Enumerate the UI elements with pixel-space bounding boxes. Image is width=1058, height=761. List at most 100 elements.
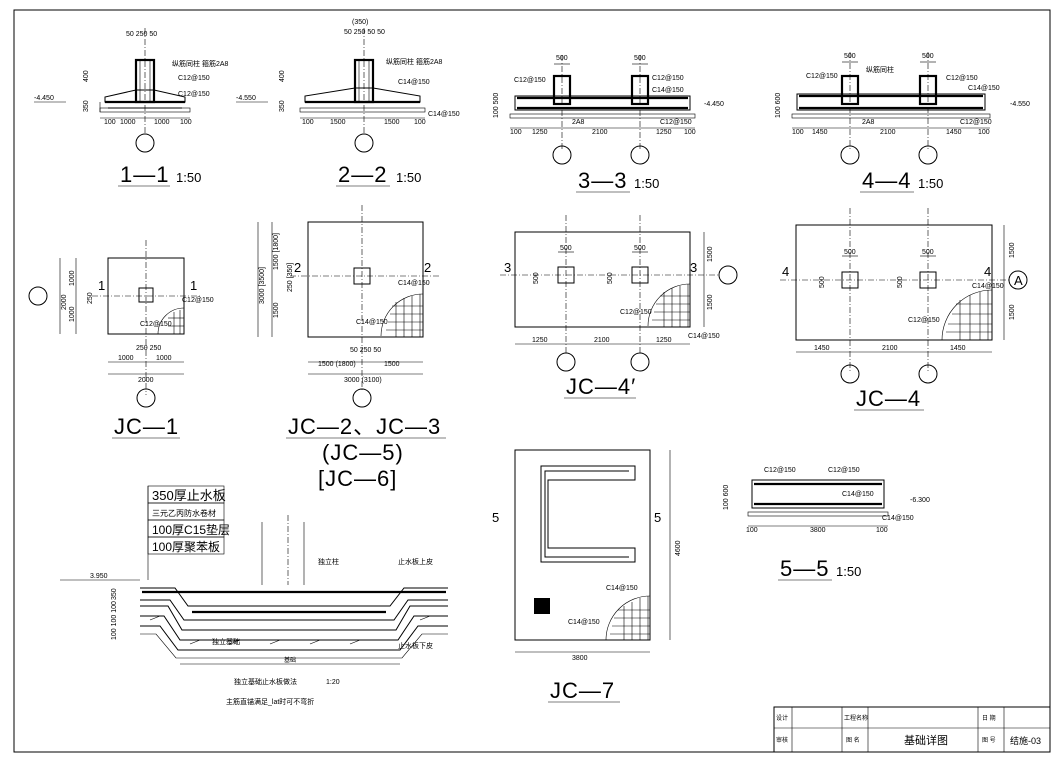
dim-text: 1500 (1800)	[318, 361, 356, 368]
section-1-1: 50 250 50 纵筋同柱 箍筋2A8 C12@150 C12@150 -4.…	[34, 28, 229, 187]
dim-text: 1000	[69, 306, 76, 322]
dim-text: 500	[634, 245, 646, 252]
dim-text: 50 250 50 50	[344, 29, 385, 36]
grid-bubble-icon	[135, 133, 155, 153]
rebar-label: C12@150	[652, 75, 684, 82]
level-mark: -4.450	[704, 101, 724, 108]
rebar-label: C12@150	[140, 321, 172, 328]
dim-text: 100 100 100	[111, 601, 118, 640]
rebar-label: C14@150	[652, 87, 684, 94]
plan-title: JC—7	[550, 678, 615, 703]
dim-text: 3800	[810, 527, 826, 534]
dim-text: 1000	[156, 355, 172, 362]
section-scale: 1:50	[396, 170, 421, 185]
dim-text: 50 250 50	[350, 347, 381, 354]
grid-bubble-icon	[552, 145, 572, 165]
grid-bubble-icon	[354, 133, 374, 153]
cut-mark: 2	[424, 260, 431, 275]
dim-text: 1500	[384, 361, 400, 368]
annotation: 独立柱	[318, 557, 339, 566]
annotation: 止水板上皮	[398, 557, 433, 566]
section-title: 2—2	[338, 162, 387, 187]
dim-text: 1500	[1009, 242, 1016, 258]
cut-mark: 5	[492, 510, 499, 525]
dim-text: 500	[844, 249, 856, 256]
dim-text: 1450	[946, 129, 962, 136]
section-title: 4—4	[862, 168, 911, 193]
section-scale: 1:50	[634, 176, 659, 191]
tb-label: 工程名称	[844, 714, 868, 722]
grid-bubble-icon	[918, 145, 938, 165]
dim-text: 500	[819, 276, 826, 288]
dim-text: 3800	[572, 655, 588, 662]
annotation: 止水板下皮	[398, 641, 433, 650]
plan-jc-4-prime: 500 500 500 500 C12@150 C14@150 1500 150…	[500, 215, 738, 399]
rebar-label: C12@150	[182, 297, 214, 304]
dim-text: 2000	[61, 294, 68, 310]
rebar-label: C14@150	[568, 619, 600, 626]
dim-text: 1500	[384, 119, 400, 126]
dim-text: 500	[922, 249, 934, 256]
dim-text: 100	[180, 119, 192, 126]
dim-text: 4600	[675, 540, 682, 556]
layer-label: 三元乙丙防水卷材	[152, 508, 216, 518]
plan-title: (JC—5)	[322, 440, 404, 465]
rebar-label: C12@150	[828, 467, 860, 474]
column-block-icon	[534, 598, 550, 614]
rebar-label: C14@150	[356, 319, 388, 326]
dim-text: 500	[560, 245, 572, 252]
dim-text: 2100	[882, 345, 898, 352]
annotation: 纵筋同柱	[866, 65, 894, 74]
rebar-label: C14@150	[606, 585, 638, 592]
rebar-label: C14@150	[842, 491, 874, 498]
level-mark: -6.300	[910, 497, 930, 504]
dim-text: 100	[978, 129, 990, 136]
dim-text: 500	[607, 272, 614, 284]
dim-text: 2100	[592, 129, 608, 136]
drawing-name: 基础详图	[904, 733, 948, 747]
grid-bubble-icon	[1008, 270, 1028, 290]
dim-text: 1500 [1800]	[273, 233, 280, 270]
section-title: 5—5	[780, 556, 829, 581]
dim-text: 1450	[814, 345, 830, 352]
plan-jc-2: C14@150 C14@150 2 2 3000 [3500] 1500 [18…	[257, 205, 446, 491]
dim-text: 1500	[707, 246, 714, 262]
rebar-hatch-icon	[610, 596, 650, 640]
section-scale: 1:50	[176, 170, 201, 185]
dim-text: 400	[279, 70, 286, 82]
layer-label: 100厚聚苯板	[152, 540, 220, 554]
grid-bubble-icon	[718, 265, 738, 285]
dim-text: 1500	[707, 294, 714, 310]
dim-text: 基础	[284, 656, 296, 664]
dim-text: 2100	[880, 129, 896, 136]
rebar-hatch-icon	[946, 290, 992, 340]
rebar-label: C12@150	[960, 119, 992, 126]
dim-text: 350	[111, 588, 118, 600]
plan-title: JC—4	[856, 386, 921, 411]
grid-bubble-icon	[136, 388, 156, 408]
dim-text: 250 250	[136, 345, 161, 352]
tb-label: 日 期	[982, 714, 996, 722]
grid-bubble-icon	[352, 388, 372, 408]
level-mark: 3.950	[90, 573, 108, 580]
level-mark: -4.550	[236, 95, 256, 102]
cut-mark: 3	[504, 260, 511, 275]
tb-label: 审核	[776, 736, 788, 744]
dim-text: 100	[746, 527, 758, 534]
cut-mark: 3	[690, 260, 697, 275]
rebar-label: C12@150	[908, 317, 940, 324]
drawing-number: 结施-03	[1010, 735, 1041, 746]
rebar-label: C14@150	[398, 280, 430, 287]
cut-mark: 1	[190, 278, 197, 293]
grid-bubble-icon	[630, 145, 650, 165]
plan-jc-4: 500 500 500 500 C14@150 C12@150 1500 150…	[780, 208, 1028, 411]
level-mark: -4.450	[34, 95, 54, 102]
section-4-4: 500 500 纵筋同柱 C12@150 C12@150 C14@150 C12…	[775, 52, 1030, 193]
dim-text: 500	[533, 272, 540, 284]
grid-bubble-icon	[28, 286, 48, 306]
dim-text: 100	[302, 119, 314, 126]
dim-text: 1500	[330, 119, 346, 126]
rebar-label: C12@150	[660, 119, 692, 126]
dim-text: 2000	[138, 377, 154, 384]
